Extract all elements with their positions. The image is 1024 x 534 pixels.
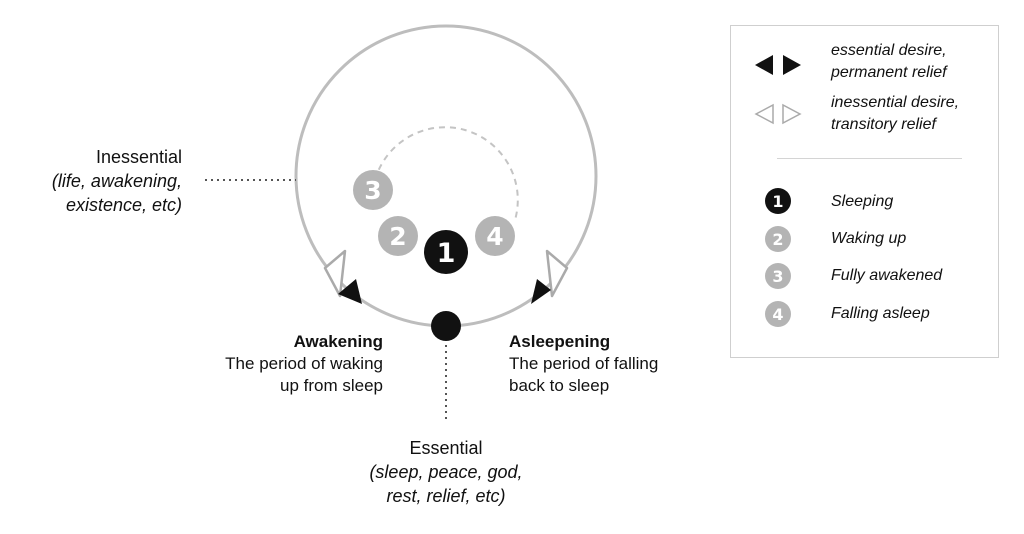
legend-inessential-text-1: inessential desire, bbox=[831, 94, 960, 111]
awakening-title: Awakening bbox=[293, 332, 383, 351]
state-node-2: 2 bbox=[378, 216, 418, 256]
essential-arrows-icon bbox=[755, 55, 801, 75]
awakening-label: Awakening The period of waking up from s… bbox=[225, 331, 383, 397]
essential-subtitle-2: rest, relief, etc) bbox=[386, 486, 506, 506]
essential-arrow-left bbox=[338, 279, 362, 304]
legend-state-3-icon: 3 bbox=[765, 263, 791, 289]
legend-state-2-label: Waking up bbox=[831, 230, 907, 247]
essential-title: Essential bbox=[409, 438, 483, 458]
inessential-arrows-icon bbox=[754, 103, 802, 125]
legend-divider bbox=[777, 158, 962, 159]
state-node-1-number: 1 bbox=[437, 238, 456, 269]
essential-arrow-right bbox=[531, 279, 551, 304]
inessential-subtitle-2: existence, etc) bbox=[65, 195, 182, 215]
legend-box: essential desire, permanent relief iness… bbox=[730, 25, 999, 358]
state-node-2-number: 2 bbox=[389, 222, 406, 251]
legend-state-4-icon: 4 bbox=[765, 301, 791, 327]
state-node-3: 3 bbox=[353, 170, 393, 210]
legend-state-3-number: 3 bbox=[772, 267, 783, 286]
legend-state-1-icon: 1 bbox=[765, 188, 791, 214]
essential-label: Essential (sleep, peace, god, rest, reli… bbox=[346, 436, 546, 508]
asleepening-line-1: The period of falling bbox=[509, 354, 659, 373]
legend-inessential-text-2: transitory relief bbox=[831, 116, 936, 133]
inessential-subtitle-1: (life, awakening, bbox=[51, 171, 182, 191]
asleepening-label: Asleepening The period of falling back t… bbox=[509, 331, 658, 397]
inessential-title: Inessential bbox=[95, 147, 182, 167]
legend-state-1-number: 1 bbox=[772, 192, 783, 211]
state-node-1: 1 bbox=[424, 230, 468, 274]
legend-state-4-label: Falling asleep bbox=[831, 305, 930, 322]
state-node-4: 4 bbox=[475, 216, 515, 256]
inner-dashed-arc bbox=[374, 126, 519, 221]
legend-essential-text-2: permanent relief bbox=[831, 64, 947, 81]
asleepening-title: Asleepening bbox=[509, 332, 611, 351]
legend-state-2-number: 2 bbox=[772, 230, 783, 249]
legend-essential-text-1: essential desire, bbox=[831, 42, 947, 59]
awakening-line-2: up from sleep bbox=[280, 376, 383, 395]
inessential-label: Inessential (life, awakening, existence,… bbox=[52, 145, 182, 217]
essential-point bbox=[431, 311, 461, 341]
state-node-3-number: 3 bbox=[364, 176, 381, 205]
legend-state-4-number: 4 bbox=[772, 305, 783, 324]
inessential-arrow-right bbox=[545, 249, 569, 298]
state-node-4-number: 4 bbox=[486, 222, 503, 251]
awakening-line-1: The period of waking bbox=[225, 354, 383, 373]
legend-state-2-icon: 2 bbox=[765, 226, 791, 252]
asleepening-line-2: back to sleep bbox=[509, 376, 610, 395]
essential-subtitle-1: (sleep, peace, god, bbox=[369, 462, 523, 482]
legend-state-1-label: Sleeping bbox=[831, 193, 894, 210]
inessential-arrow-left bbox=[323, 249, 347, 298]
legend-state-3-label: Fully awakened bbox=[831, 267, 943, 284]
